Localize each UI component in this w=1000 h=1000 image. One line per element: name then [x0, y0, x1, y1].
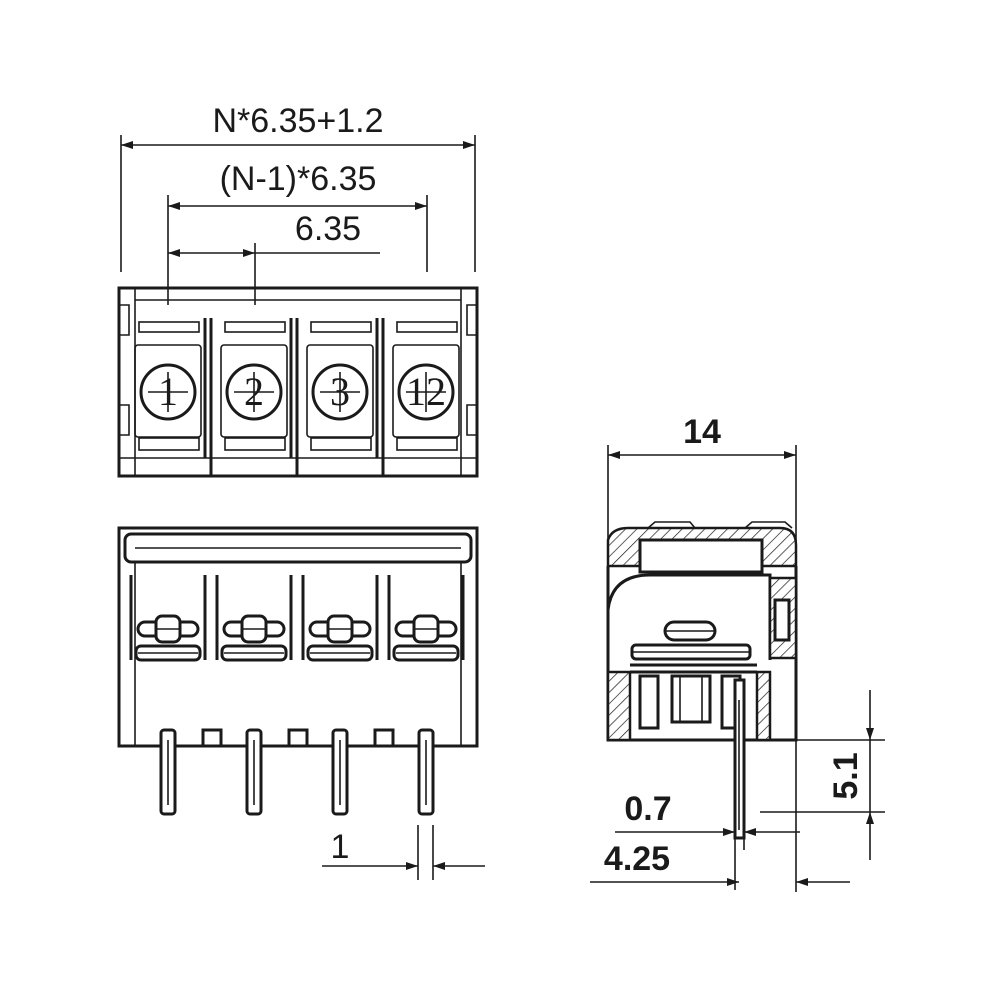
bottom-view	[117, 526, 479, 816]
pin	[159, 728, 177, 816]
screw-icon	[225, 363, 283, 421]
pin	[331, 728, 349, 816]
bottom-cell	[215, 575, 293, 662]
bottom-cell	[301, 575, 379, 662]
side-view-dimensions: 14 0.7 4.25 5.1	[590, 413, 885, 892]
pin-width-label: 1	[331, 828, 350, 866]
pin-offset-label: 0.7	[624, 790, 671, 828]
terminal-number: 12	[406, 369, 446, 414]
side-view	[606, 521, 798, 840]
pin-position-label: 4.25	[604, 840, 670, 878]
screw-icon	[311, 363, 369, 421]
pin-width-dimension: 1	[322, 825, 485, 880]
pin	[417, 728, 435, 816]
terminal-number: 3	[330, 369, 350, 414]
pin-length-label: 5.1	[827, 752, 865, 799]
screw-icon	[397, 363, 455, 421]
overall-width-label: N*6.35+1.2	[212, 102, 383, 140]
pin	[245, 728, 263, 816]
terminal-cell: 3	[306, 321, 374, 451]
pitch-label: 6.35	[295, 210, 361, 248]
bottom-cell	[387, 575, 465, 662]
terminal-cell: 1	[134, 321, 202, 451]
terminal-number: 1	[158, 369, 178, 414]
terminal-cell: 2	[220, 321, 288, 451]
terminal-number: 2	[244, 369, 264, 414]
front-view	[117, 286, 479, 478]
span-width-label: (N-1)*6.35	[220, 160, 377, 198]
terminal-cell: 12	[392, 321, 460, 451]
depth-label: 14	[683, 413, 721, 451]
screw-icon	[139, 363, 197, 421]
top-dimensions: N*6.35+1.2 (N-1)*6.35 6.35	[120, 102, 476, 305]
bottom-cell	[129, 575, 207, 662]
